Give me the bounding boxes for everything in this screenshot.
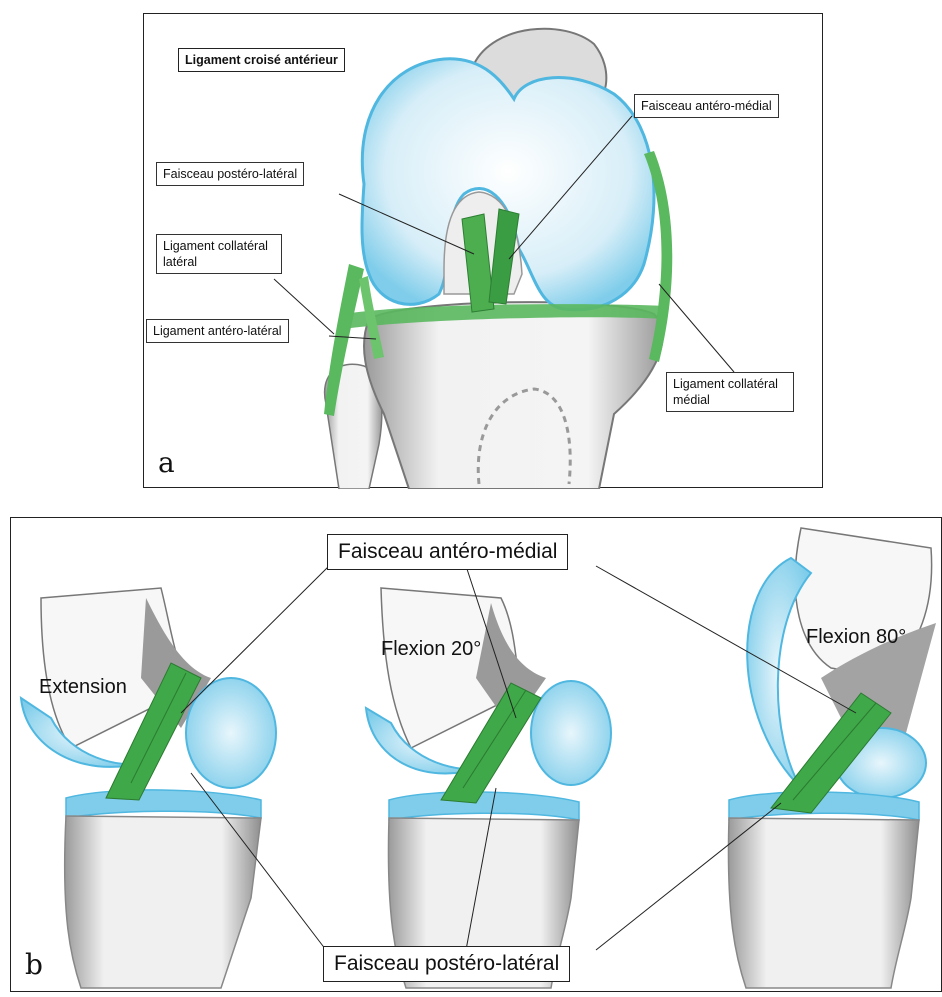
label-lcl-line1: Ligament collatéral xyxy=(163,238,275,254)
panel-a: Ligament croisé antérieur Faisceau antér… xyxy=(143,13,823,488)
stage-label-flexion-20: Flexion 20° xyxy=(381,638,481,661)
panel-b-letter: b xyxy=(25,948,43,981)
label-medial-collateral-ligament: Ligament collatéral médial xyxy=(666,372,794,412)
acl-title-label: Ligament croisé antérieur xyxy=(178,48,345,72)
knee-lateral-flexion-illustration xyxy=(11,518,942,993)
label-mcl-line2: médial xyxy=(673,392,787,408)
knee-flexion-80 xyxy=(728,528,936,988)
label-lcl-line2: latéral xyxy=(163,254,275,270)
label-lateral-collateral-ligament: Ligament collatéral latéral xyxy=(156,234,282,274)
label-posterolateral-bundle: Faisceau postéro-latéral xyxy=(156,162,304,186)
label-anteromedial-bundle: Faisceau antéro-médial xyxy=(634,94,779,118)
knee-extension xyxy=(21,588,276,988)
label-posterolateral-bundle-b: Faisceau postéro-latéral xyxy=(323,946,570,982)
label-anterolateral-ligament: Ligament antéro-latéral xyxy=(146,319,289,343)
stage-label-flexion-80: Flexion 80° xyxy=(806,626,906,649)
stage-label-extension: Extension xyxy=(39,676,127,699)
panel-b: Faisceau antéro-médial Faisceau postéro-… xyxy=(10,517,942,992)
label-anteromedial-bundle-b: Faisceau antéro-médial xyxy=(327,534,568,570)
panel-a-letter: a xyxy=(158,446,175,479)
label-mcl-line1: Ligament collatéral xyxy=(673,376,787,392)
